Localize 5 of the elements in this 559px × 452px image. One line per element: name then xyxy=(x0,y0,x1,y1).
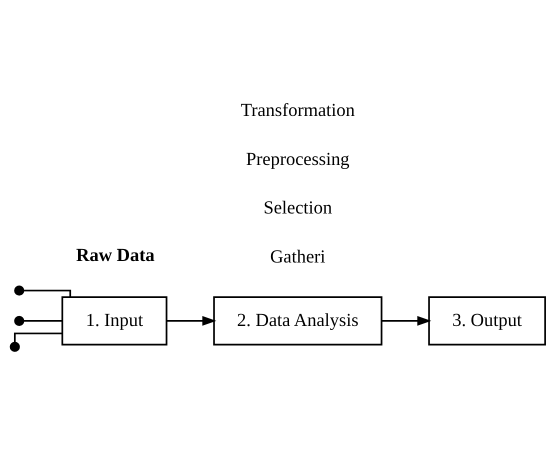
label: Transformation xyxy=(240,100,355,120)
label: Gatheri xyxy=(270,246,326,266)
label: Preprocessing xyxy=(246,148,350,168)
label: Raw Data xyxy=(76,244,155,265)
label: Selection xyxy=(263,197,332,218)
